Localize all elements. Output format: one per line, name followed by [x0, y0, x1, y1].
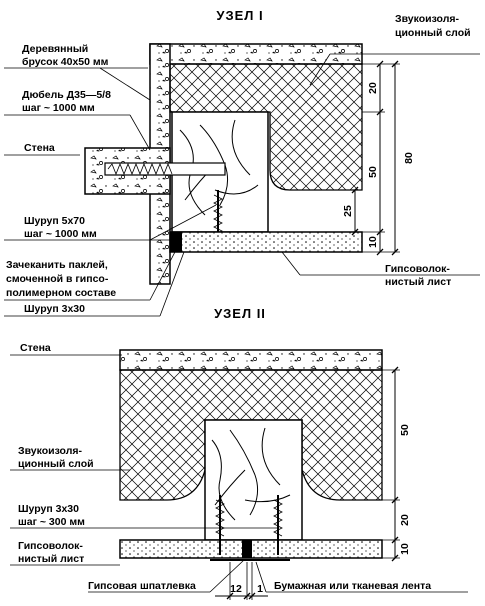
label-sound-1: Звукоизоля- — [395, 13, 460, 25]
label-sound-2: ционный слой — [395, 27, 471, 39]
label-screw-2: шаг ~ 1000 мм — [24, 228, 97, 240]
label-gvl-2: нистый лист — [385, 276, 451, 288]
node-1-dim-50: 50 — [367, 166, 379, 178]
label-wooden-bar-1: Деревянный — [22, 43, 88, 55]
label-gvl-1: Гипсоволок- — [385, 263, 450, 275]
label-2-gvl-1: Гипсоволок- — [18, 540, 83, 552]
node-2-dim-10: 10 — [399, 543, 411, 555]
node-1-labels-right: Звукоизоля- ционный слой Гипсоволок- нис… — [281, 13, 480, 288]
label-2-gvl-2: нистый лист — [18, 553, 84, 565]
node-2-dim-12: 12 — [230, 583, 242, 595]
node-1-dim-80: 80 — [403, 152, 415, 164]
label-caulk-3: полимерном составе — [6, 287, 116, 299]
label-dowel-1: Дюбель Д35—5/8 — [22, 89, 111, 101]
node-1-dim-20: 20 — [367, 82, 379, 94]
node-1-labels: Деревянный брусок 40х50 мм Дюбель Д35—5/… — [4, 43, 217, 317]
node-2-seam — [242, 540, 252, 558]
node-1-insulation — [169, 63, 363, 191]
node-1-dowel — [104, 162, 226, 176]
label-2-wall: Стена — [20, 342, 51, 354]
node-1-dim-25: 25 — [342, 205, 354, 217]
node-2-dim-1: 1 — [257, 583, 263, 595]
node-2-dim-50: 50 — [399, 424, 411, 436]
label-caulk-1: Зачеканить паклей, — [6, 259, 108, 271]
node-1-dims: 20 50 25 10 80 — [342, 60, 415, 256]
node-2-wooden-bar — [204, 419, 303, 541]
node-2-dim-20: 20 — [399, 514, 411, 526]
label-2-putty: Гипсовая шпатлевка — [88, 580, 196, 592]
node-1: УЗЕЛ I — [4, 8, 480, 317]
label-2-screw-1: Шуруп 3х30 — [18, 503, 79, 515]
label-2-sound-2: ционный слой — [18, 458, 94, 470]
node-1-caulk — [170, 232, 182, 252]
node-2-dims: 50 20 10 12 1 — [215, 366, 411, 600]
label-wooden-bar-2: брусок 40х50 мм — [22, 56, 109, 68]
label-caulk-2: смоченной в гипсо- — [6, 273, 109, 285]
node-1-dim-10: 10 — [367, 236, 379, 248]
label-wall: Стена — [24, 142, 55, 154]
label-screw-1: Шуруп 5х70 — [24, 215, 85, 227]
label-dowel-2: шаг ~ 1000 мм — [22, 102, 95, 114]
node-2-title: УЗЕЛ II — [214, 306, 266, 321]
label-2-tape: Бумажная или тканевая лента — [274, 580, 431, 592]
label-screw-small: Шуруп 3х30 — [24, 303, 85, 315]
node-1-title: УЗЕЛ I — [216, 8, 263, 23]
label-2-screw-2: шаг ~ 300 мм — [18, 516, 85, 528]
node-2: УЗЕЛ II 50 20 10 — [10, 306, 468, 600]
label-2-sound-1: Звукоизоля- — [18, 445, 83, 457]
node-2-labels: Стена Звукоизоля- ционный слой Шуруп 3х3… — [10, 342, 468, 593]
